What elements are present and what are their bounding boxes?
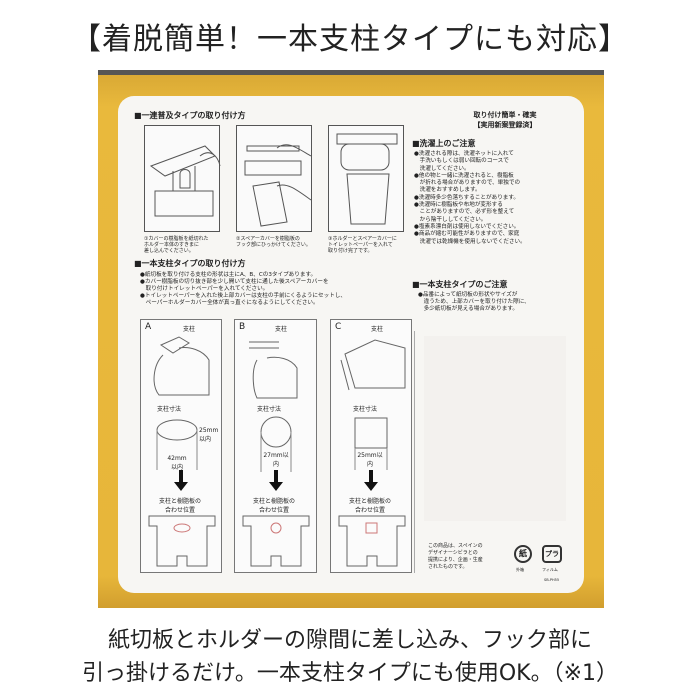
size-label: 支柱寸法 [257,406,282,413]
spare-cover-hook-icon [244,144,312,227]
step-illustration-1 [144,125,221,232]
feature-headline: 取り付け簡単・確実【実用新案登録済】 [473,111,537,129]
section-heading-standard: ■一連普及タイプの取り付け方 [134,111,246,120]
pillar-label: 支柱 [275,326,288,333]
dimension-width: 42mm以内 [167,455,187,471]
holder-insert-icon [149,145,221,217]
single-pillar-instructions: ●紙切板を取り付ける支柱の形状は主にA、B、Cの3タイプあります。●カバー樹脂板… [140,272,346,306]
product-package: ■一連普及タイプの取り付け方 ①カバーの樹脂板を紙切れたホルダー本体のすきまに差… [98,70,604,608]
instruction-panel: ■一連普及タイプの取り付け方 ①カバーの樹脂板を紙切れたホルダー本体のすきまに差… [118,96,584,593]
type-label: B [239,322,246,332]
section-heading-single-pillar: ■一本支柱タイプの取り付け方 [134,259,246,268]
dimension-width: 25mm以内 [357,452,383,468]
column-divider [414,331,415,573]
type-c-panel: C 支柱 支柱寸法 25mm以内 支柱と樹脂板の合わせ位置 [330,319,412,573]
alignment-label: 支柱と樹脂板の合わせ位置 [253,498,296,514]
paper-recycle-label: 外箱 [516,567,524,572]
pillar-label: 支柱 [183,326,196,333]
wash-heading: ■洗濯上のご注意 [412,139,476,148]
type-a-panel: A 支柱 支柱寸法 25mm以内 42mm以内 支柱と樹脂板の合わせ位置 [140,319,222,573]
blank-area [424,336,566,521]
wash-notes: ●洗濯される際は、洗濯ネットに入れて 手洗いもしくは弱い回転のコースで 洗濯して… [414,151,526,245]
step-caption-1: ①カバーの樹脂板を紙切れたホルダー本体のすきまに差し込んでください。 [144,236,209,254]
paper-recycle-icon: 紙 [514,545,532,563]
installed-holder-icon [336,133,398,225]
size-label: 支柱寸法 [157,406,182,413]
type-b-panel: B 支柱 支柱寸法 27mm以内 支柱と樹脂板の合わせ位置 [234,319,317,573]
dimension-depth: 25mm以内 [199,427,219,443]
description-line-1: 紙切板とホルダーの隙間に差し込み、フック部に [107,628,592,653]
plastic-recycle-label: フィルム [542,567,558,572]
type-label: C [335,322,342,332]
headline-title: 【着脱簡単！一本支柱タイプにも対応】 [71,22,629,57]
step-illustration-3 [328,125,404,232]
alignment-label: 支柱と樹脂板の合わせ位置 [349,498,392,514]
type-label: A [145,322,152,332]
step-caption-2: ②スペアーカバーを樹脂板のフック部にひっかけてください。 [236,236,311,248]
description-line-2: 引っ掛けるだけ。一本支柱タイプにも使用OK。（※1） [81,661,619,686]
single-pillar-notice-heading: ■一本支柱タイプのご注意 [412,280,508,289]
type-a-diagram [148,336,216,567]
product-code: SB-PH55 [544,578,560,582]
step-caption-3: ③ホルダーとスペアーカバーにトイレットペーパーを入れて取り付け完了です。 [328,236,397,254]
dimension-diameter: 27mm以内 [263,452,289,468]
type-c-diagram [338,339,406,567]
step-illustration-2 [236,125,312,232]
designer-note: この商品は、スペインのデザイナーシビラとの提携により、企画・生産されたものです。 [428,543,483,570]
size-label: 支柱寸法 [353,406,378,413]
pillar-label: 支柱 [371,326,384,333]
alignment-label: 支柱と樹脂板の合わせ位置 [159,498,202,514]
type-b-diagram [242,341,310,567]
single-pillar-notes: ●品番によって紙切板の形状やサイズが 違うため、上部カバーを取り付けた際に、 多… [418,292,530,312]
plastic-recycle-icon: プラ [542,545,562,563]
